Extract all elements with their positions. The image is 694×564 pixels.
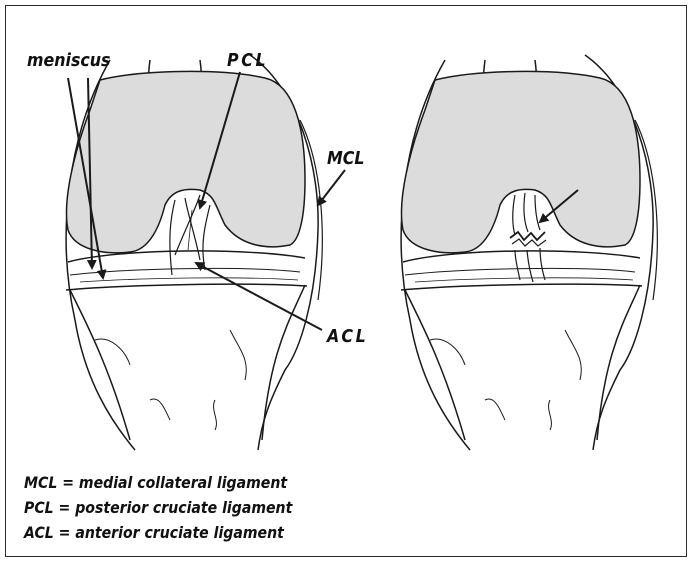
healthy-knee [66, 55, 322, 450]
acl-arrow [196, 263, 322, 330]
pcl-label: PCL [227, 50, 268, 71]
meniscus-label: meniscus [27, 50, 110, 71]
mcl-arrow [318, 170, 345, 205]
mcl-label: MCL [327, 148, 364, 169]
legend-item-pcl: PCL = posterior cruciate ligament [24, 495, 292, 520]
legend-item-acl: ACL = anterior cruciate ligament [24, 520, 292, 545]
legend-item-mcl: MCL = medial collateral ligament [24, 470, 292, 495]
legend: MCL = medial collateral ligament PCL = p… [24, 470, 292, 545]
acl-label: ACL [327, 326, 368, 347]
torn-acl-knee [401, 55, 657, 450]
